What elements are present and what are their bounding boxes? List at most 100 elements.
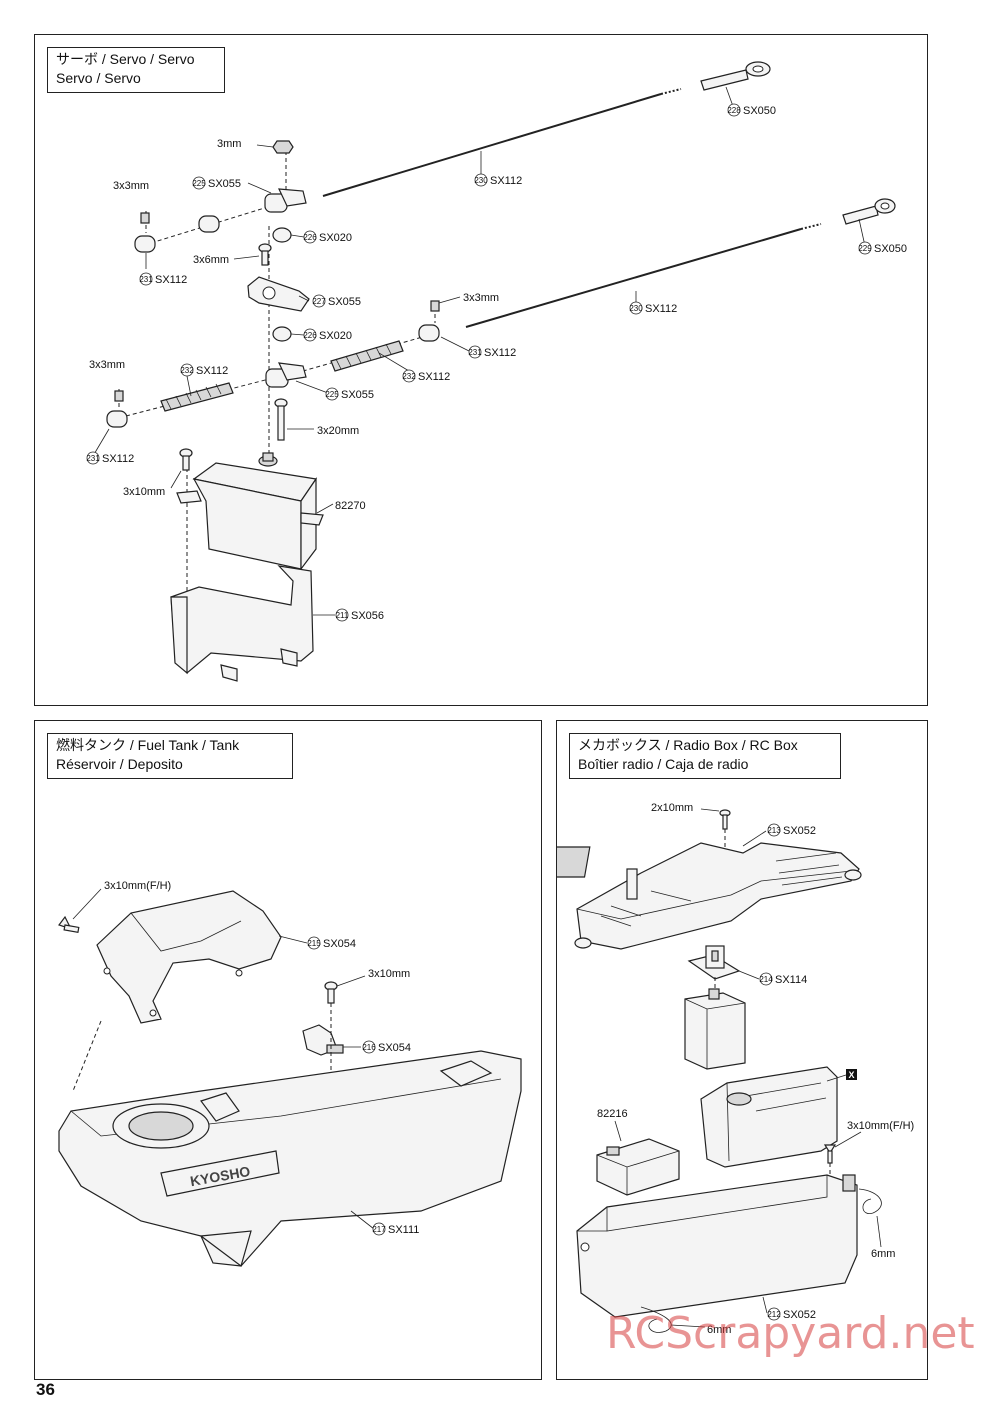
label-82270: 82270 [335,500,366,512]
lead-213 [742,830,767,847]
watermark: RCScrapyard.net [606,1308,975,1359]
body-clip-6mm-b [640,1306,672,1333]
callout-225-top-num: 225 [192,179,206,188]
callout-225-bottom-num: 225 [325,390,339,399]
callout-225-top-code: SX055 [208,178,241,190]
callout-217-num: 217 [372,1225,386,1234]
lead-6mm-b [670,1324,706,1328]
lead-232-left [186,375,192,397]
radio-box-diagram: X 2x10mm [557,802,914,1336]
lead-212 [762,1296,768,1314]
part-82216 [596,1138,680,1196]
spacer-upper [198,215,220,233]
screw-2x10 [719,809,731,830]
callout-230-top-num: 230 [474,176,488,185]
label-3x10-tank: 3x10mm [368,968,410,980]
set-screw-a [140,212,150,224]
callout-226-bottom-num: 226 [303,331,317,340]
lead-2x10 [700,808,720,812]
callout-226-top-num: 226 [303,233,317,242]
radio-box-bottom-sx052 [576,1174,858,1318]
callout-226-bottom-code: SX020 [319,330,352,342]
callout-212-code: SX052 [783,1309,816,1321]
ball-upper-sx020 [272,227,292,243]
callout-212-num: 212 [767,1310,781,1319]
callout-217-code: SX111 [388,1224,419,1236]
lead-232-right [378,352,410,372]
set-screw-b [430,300,440,312]
callout-213-num: 213 [767,826,781,835]
callout-215-code: SX054 [323,938,356,950]
servo-title-line1: サーボ / Servo / Servo [56,51,195,67]
servo-panel: サーボ / Servo / Servo Servo / Servo [34,34,928,706]
servo-saver [247,276,310,312]
callout-230-bottom-num: 230 [629,304,643,313]
assembly-line-tank-b [72,1020,102,1092]
lead-231-mid [440,336,470,352]
label-2x10: 2x10mm [651,802,693,814]
callout-216-code: SX054 [378,1042,411,1054]
ball-end-upper [264,188,307,213]
lead-227 [298,295,310,302]
ball-end-lower [265,362,307,388]
ball-lower-sx020 [272,326,292,342]
callout-215-num: 215 [307,939,321,948]
screw-3x10-fh-radio [823,1144,837,1164]
callout-231-mid-num: 231 [468,348,482,357]
callout-230-top-code: SX112 [490,175,522,187]
assembly-line-e [295,335,427,374]
lead-217 [350,1210,375,1230]
label-3x10fh-tank: 3x10mm(F/H) [104,880,171,892]
screw-3x10-tank [324,981,338,1004]
lead-3x10fh [72,888,102,920]
lead-226-bottom [290,333,305,336]
fuel-tank-title-box: 燃料タンク / Fuel Tank / Tank Réservoir / Dep… [47,733,293,779]
collar-b [418,324,440,342]
radio-box-lid-sx052 [557,842,862,950]
fuel-tank-panel: 燃料タンク / Fuel Tank / Tank Réservoir / Dep… [34,720,542,1380]
label-3x3-b: 3x3mm [463,292,499,304]
callout-231-mid-code: SX112 [484,347,516,359]
servo-82270 [176,452,324,571]
callout-231-top-code: SX112 [155,274,187,286]
lead-225-bottom [295,380,329,394]
radio-box-title-line1: メカボックス / Radio Box / RC Box [578,737,798,753]
lead-3x10 [170,470,182,489]
lead-3mm [256,144,274,148]
clip-sx054 [302,1024,344,1056]
callout-229-num: 229 [858,244,872,253]
screw-3x6 [258,243,272,266]
servo-title-line2: Servo / Servo [56,70,141,86]
upper-rod-thread [660,88,682,95]
callout-232-right-num: 232 [402,372,416,381]
lower-ball-end [842,198,896,225]
callout-230-bottom-code: SX112 [645,303,677,315]
callout-231-bottom-code: SX112 [102,453,134,465]
label-6mm-b: 6mm [707,1324,731,1336]
upper-rod [322,93,662,197]
radio-box-title-box: メカボックス / Radio Box / RC Box Boîtier radi… [569,733,841,779]
tank-mount-sx054 [96,890,282,1024]
callout-211-code: SX056 [351,610,384,622]
fuel-tank-title-line1: 燃料タンク / Fuel Tank / Tank [56,737,240,753]
lead-231-bottom [92,428,110,457]
label-3mm: 3mm [217,138,241,150]
switch-sx114 [687,945,741,980]
servo-diagram: 3mm 3x3mm 3x6mm 3x3mm 3x3mm 3x20mm 3x10m… [86,61,907,682]
nut-3mm [272,140,294,154]
label-3x3-c: 3x3mm [89,359,125,371]
